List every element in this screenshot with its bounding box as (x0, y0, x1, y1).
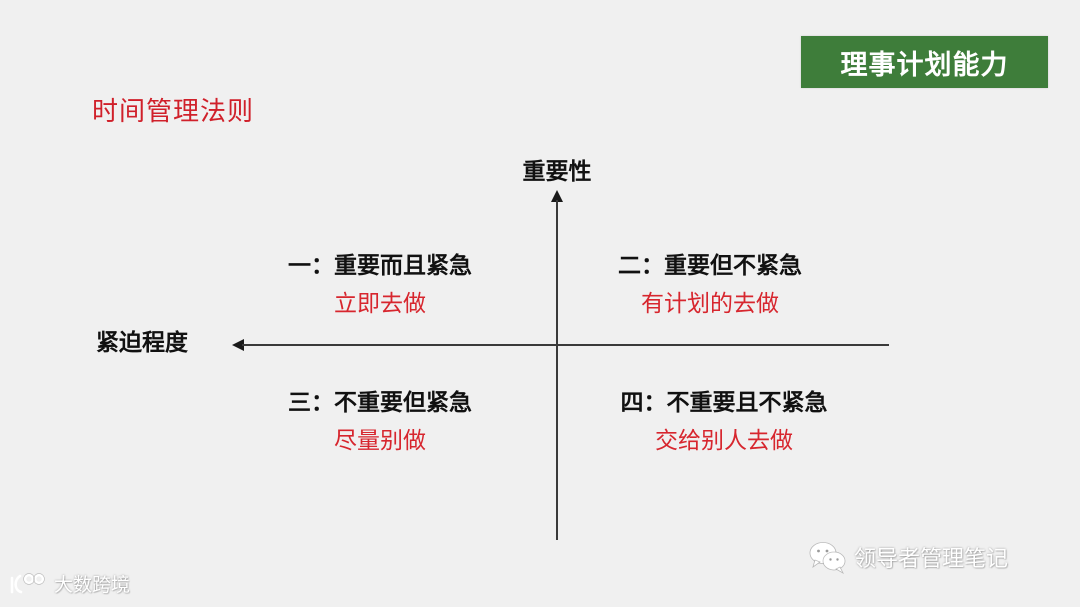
page-title: 时间管理法则 (92, 97, 255, 127)
quadrant-not-important-not-urgent: 四：不重要且不紧急 交给别人去做 (574, 388, 874, 456)
quadrant-title: 四：不重要且不紧急 (620, 390, 828, 416)
topic-badge-label: 理事计划能力 (840, 49, 1009, 81)
quadrant-action: 尽量别做 (334, 428, 426, 454)
quadrant-action: 交给别人去做 (655, 428, 793, 454)
quadrant-action: 立即去做 (334, 291, 426, 317)
quadrant-action: 有计划的去做 (641, 291, 779, 317)
quadrant-important-urgent: 一：重要而且紧急 立即去做 (230, 251, 530, 319)
quadrant-title: 二：重要但不紧急 (618, 253, 802, 279)
quadrant-important-not-urgent: 二：重要但不紧急 有计划的去做 (560, 251, 860, 319)
brand-logo-icon (10, 572, 45, 593)
quadrant-title: 一：重要而且紧急 (288, 253, 472, 279)
brand-name: 大数跨境 (54, 574, 131, 596)
quadrant-title: 三：不重要但紧急 (288, 390, 472, 416)
importance-axis-label: 重要性 (522, 159, 592, 185)
quadrant-not-important-urgent: 三：不重要但紧急 尽量别做 (230, 388, 530, 456)
wechat-account-name: 领导者管理笔记 (854, 547, 1009, 572)
arrow-left-icon (232, 339, 244, 351)
wechat-icon (809, 542, 846, 574)
arrow-up-icon (551, 190, 563, 202)
wechat-watermark: 领导者管理笔记 (808, 540, 1008, 574)
urgency-axis-label: 紧迫程度 (96, 330, 188, 356)
urgency-axis-line (242, 344, 889, 346)
importance-axis-line (556, 200, 558, 540)
topic-badge: 理事计划能力 (801, 36, 1048, 88)
brand-watermark: 大数跨境 (8, 570, 130, 597)
